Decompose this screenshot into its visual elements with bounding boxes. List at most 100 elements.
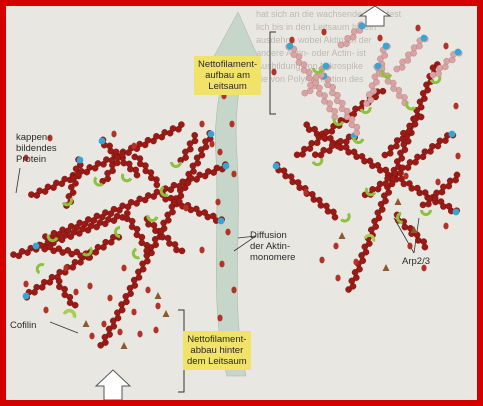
actin-subunit	[99, 213, 106, 221]
actin-subunit	[90, 217, 97, 224]
actin-subunit	[77, 258, 84, 266]
actin-subunit	[61, 175, 69, 183]
actin-subunit	[167, 186, 175, 193]
actin-monomer	[455, 152, 461, 160]
arp23-complex	[46, 234, 59, 243]
actin-monomer	[43, 306, 49, 314]
actin-subunit	[391, 169, 399, 177]
actin-subunit	[182, 154, 189, 161]
actin-subunit	[119, 202, 126, 210]
actin-subunit	[414, 237, 422, 244]
actin-subunit	[441, 63, 449, 71]
actin-subunit	[166, 240, 173, 247]
actin-monomer	[219, 260, 225, 268]
arp23-complex	[35, 263, 45, 275]
actin-subunit	[166, 129, 174, 137]
textbook-page: hat sich an die wachsende Zelle fest lic…	[6, 6, 477, 400]
actin-subunit	[15, 252, 23, 260]
actin-monomer	[121, 264, 127, 272]
actin-subunit	[440, 183, 447, 191]
arp23-complex	[170, 162, 182, 168]
actin-subunit	[363, 100, 370, 107]
actin-subunit	[293, 151, 301, 159]
actin-subunit	[348, 121, 356, 129]
actin-subunit	[436, 137, 444, 145]
actin-subunit	[198, 151, 206, 159]
actin-subunit	[435, 70, 442, 77]
actin-monomer	[155, 302, 161, 310]
actin-subunit	[107, 210, 115, 217]
actin-subunit	[103, 156, 110, 163]
capping-protein	[448, 130, 456, 138]
arp23-complex	[405, 100, 416, 111]
actin-subunit	[338, 105, 346, 113]
actin-subunit	[178, 121, 185, 128]
actin-subunit	[144, 136, 152, 144]
actin-subunit	[31, 288, 38, 296]
actin-subunit	[76, 230, 83, 237]
actin-subunit	[110, 205, 118, 213]
actin-subunit	[133, 225, 141, 233]
actin-subunit	[204, 168, 212, 175]
actin-subunit	[436, 64, 444, 72]
actin-subunit	[421, 148, 429, 155]
actin-subunit	[362, 248, 370, 256]
cofilin-fragment	[154, 292, 162, 299]
actin-subunit	[159, 233, 166, 241]
actin-subunit	[128, 217, 136, 225]
cofilin-fragment	[120, 342, 128, 349]
capping-protein	[22, 292, 30, 300]
actin-subunit	[85, 216, 92, 223]
actin-monomer	[183, 204, 189, 212]
actin-subunit	[170, 181, 178, 189]
arp23-complex	[159, 185, 169, 197]
arp23-complex	[340, 212, 351, 223]
actin-subunit	[290, 51, 298, 58]
capping-protein	[286, 42, 294, 50]
actin-subunit	[349, 33, 357, 41]
callout-disassembly: Nettofilament- abbau hinter dem Leitsaum	[183, 331, 251, 370]
actin-subunit	[153, 188, 161, 196]
actin-subunit	[411, 120, 419, 128]
actin-subunit	[414, 153, 421, 161]
actin-subunit	[316, 90, 323, 97]
actin-subunit	[352, 105, 359, 113]
actin-subunit	[153, 133, 160, 140]
actin-subunit	[312, 79, 320, 87]
actin-subunit	[91, 164, 99, 172]
actin-subunit	[124, 209, 131, 217]
cofilin-protein	[363, 233, 376, 242]
actin-subunit	[67, 233, 74, 240]
actin-subunit	[378, 206, 386, 213]
actin-subunit	[365, 91, 373, 98]
actin-monomer	[23, 280, 29, 288]
actin-subunit	[158, 133, 166, 141]
actin-subunit	[350, 28, 358, 35]
actin-subunit	[186, 140, 194, 147]
pointer-diffusion-a	[233, 235, 257, 252]
pointer-cofilin	[49, 321, 79, 334]
actin-subunit	[131, 153, 139, 161]
actin-subunit	[344, 34, 351, 42]
cofilin-fragment	[394, 198, 402, 205]
capping-protein	[358, 22, 366, 30]
actin-subunit	[300, 66, 308, 74]
actin-monomer	[353, 258, 359, 266]
actin-subunit	[118, 306, 126, 314]
arp23-complex	[93, 176, 104, 187]
actin-subunit	[416, 42, 423, 50]
actin-subunit	[386, 149, 394, 157]
actin-subunit	[70, 174, 77, 182]
actin-subunit	[150, 193, 157, 200]
actin-subunit	[368, 82, 376, 89]
actin-subunit	[399, 164, 406, 172]
actin-subunit	[76, 219, 83, 227]
arp23-complex	[312, 68, 324, 74]
actin-subunit	[453, 171, 461, 179]
actin-monomer	[101, 320, 107, 328]
actin-subunit	[143, 241, 151, 249]
actin-subunit	[93, 223, 100, 231]
actin-subunit	[87, 222, 95, 230]
actin-subunit	[406, 159, 414, 166]
